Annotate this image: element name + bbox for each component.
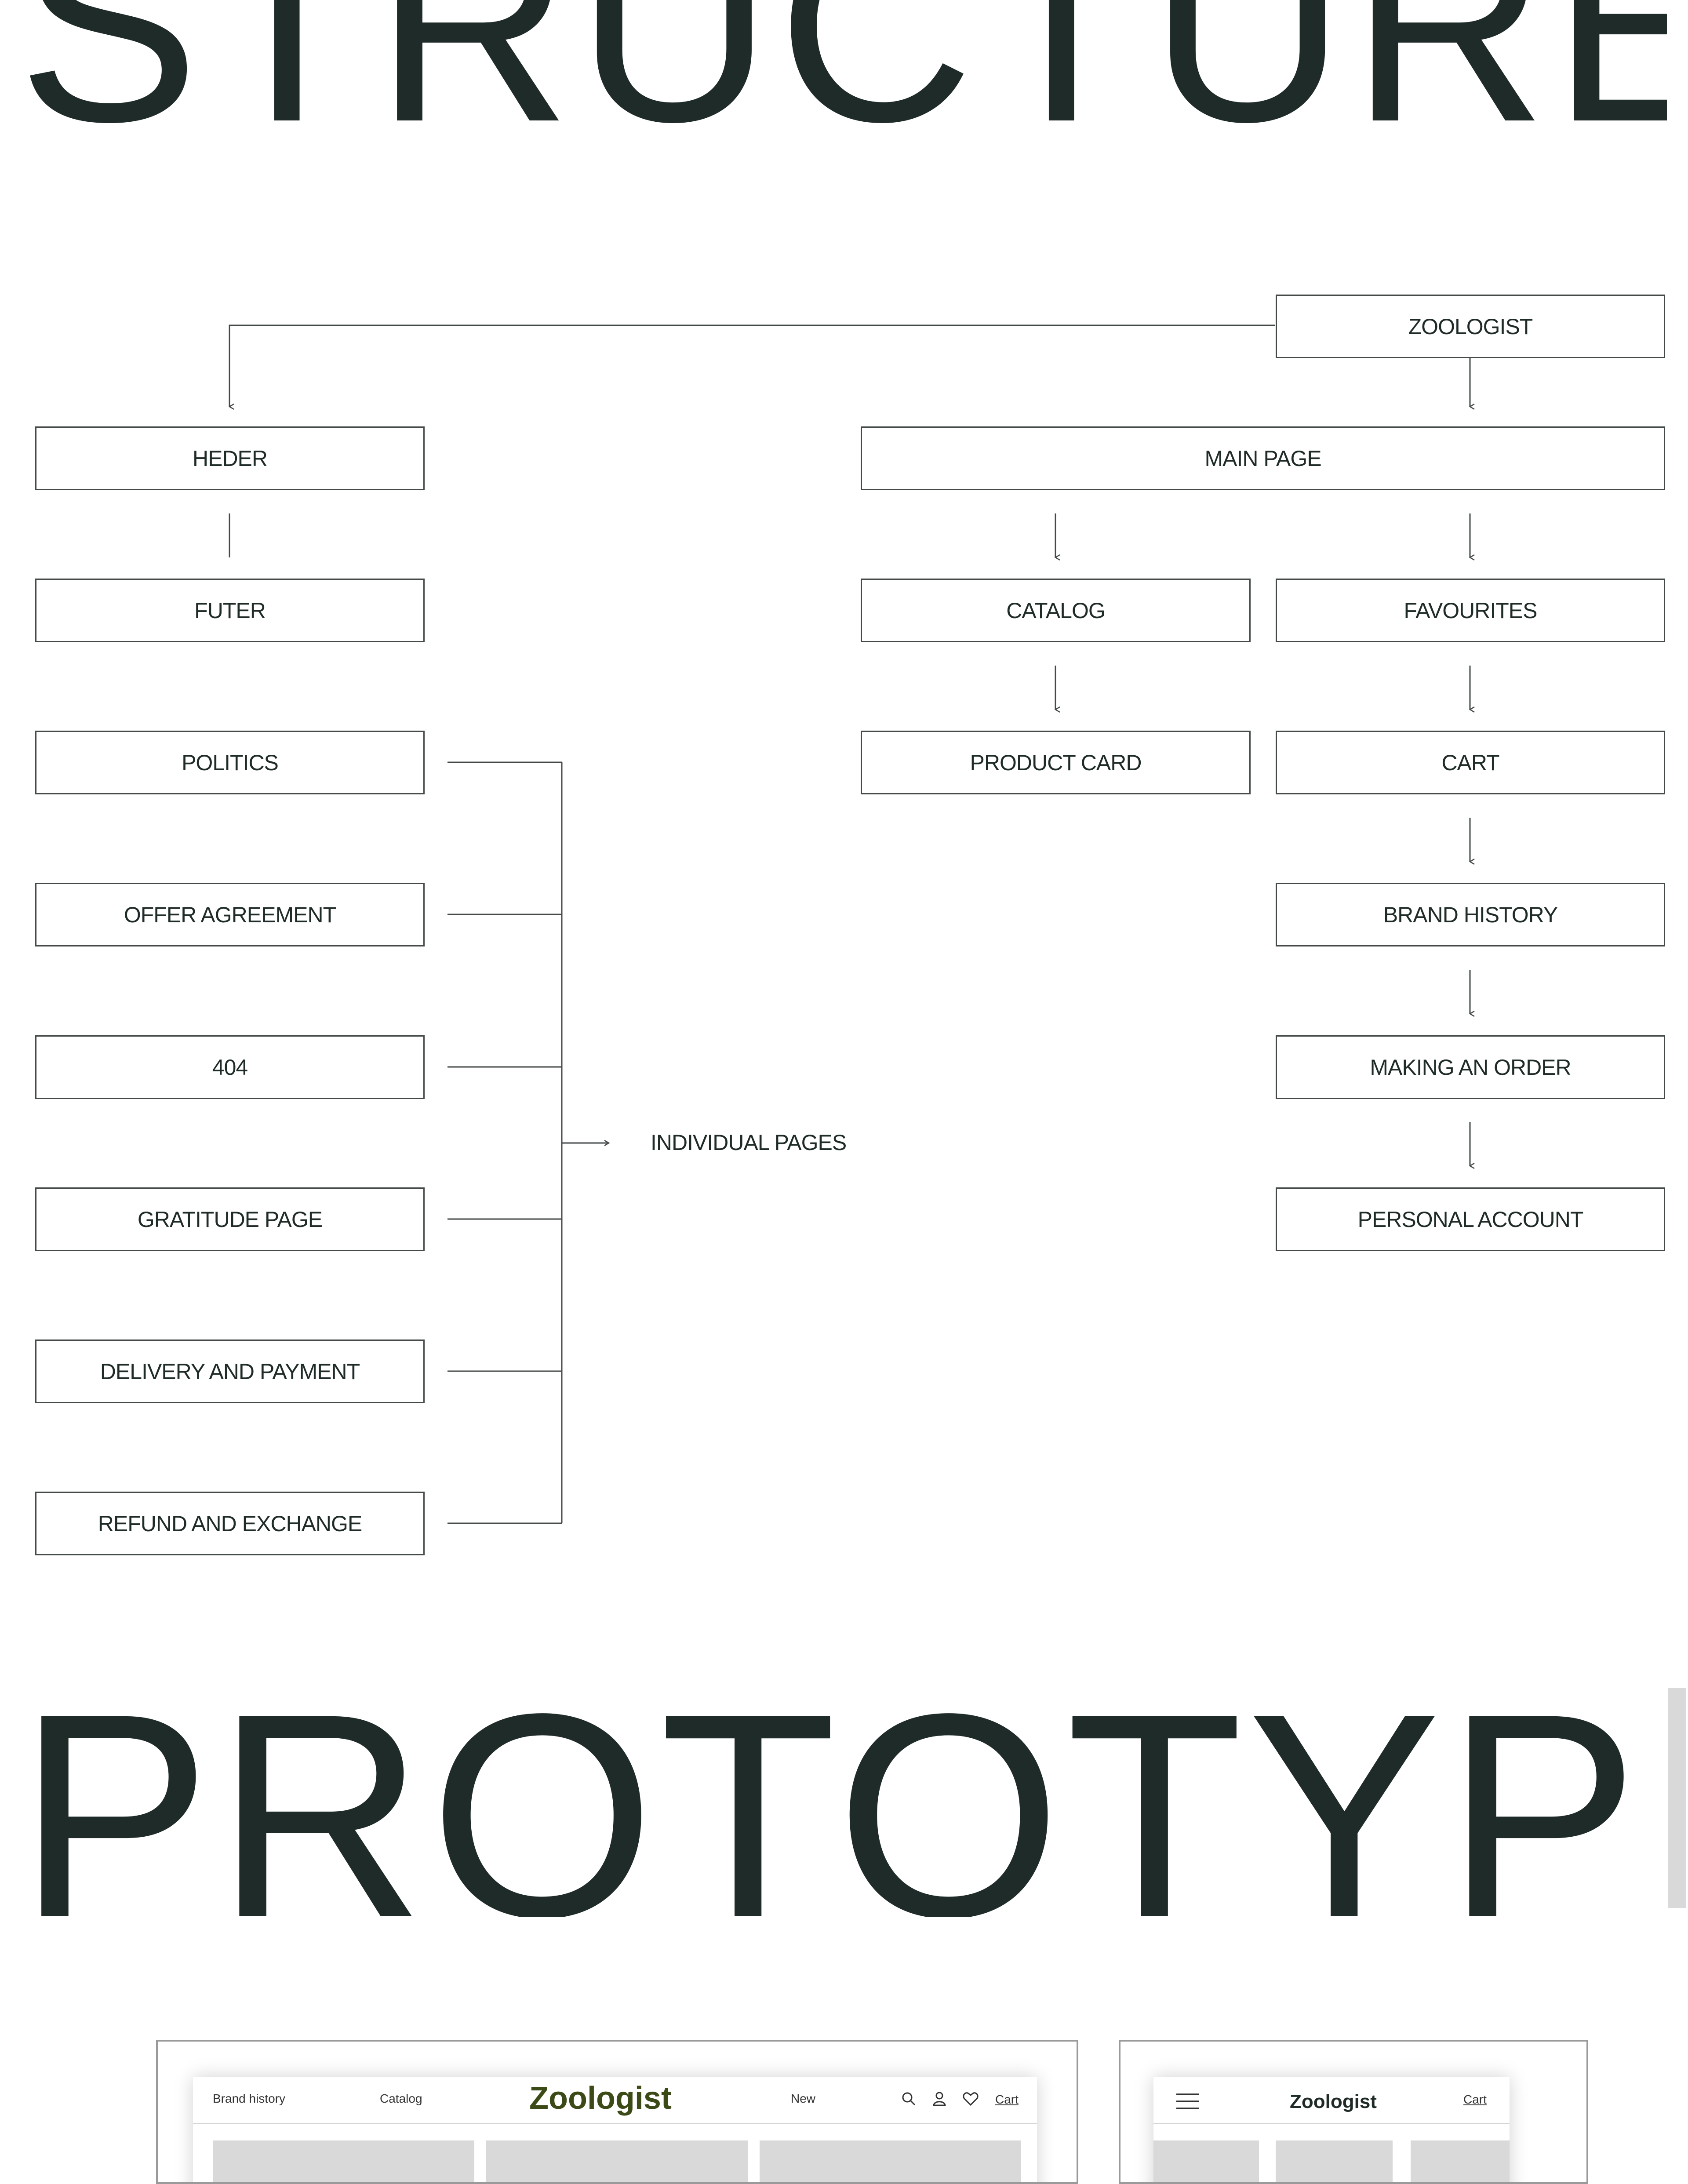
mobile-placeholder-card xyxy=(1276,2140,1393,2182)
individual-pages-label: INDIVIDUAL PAGES xyxy=(651,1130,847,1155)
desktop-placeholder-card xyxy=(486,2140,748,2182)
desktop-prototype-page: Brand history Catalog Zoologist New Cart xyxy=(193,2077,1037,2182)
node-brand-history: BRAND HISTORY xyxy=(1276,883,1665,946)
nav-new[interactable]: New xyxy=(791,2092,816,2105)
mobile-placeholder-card xyxy=(1411,2140,1510,2182)
mobile-prototype-frame: Zoologist Cart xyxy=(1119,2040,1588,2184)
node-favourites: FAVOURITES xyxy=(1276,579,1665,642)
node-futer: FUTER xyxy=(35,579,425,642)
desktop-cart-link[interactable]: Cart xyxy=(995,2093,1019,2106)
user-icon[interactable] xyxy=(931,2091,947,2107)
desktop-placeholder-card xyxy=(213,2140,474,2182)
node-404: 404 xyxy=(35,1035,425,1099)
search-icon[interactable] xyxy=(901,2091,917,2107)
structure-heading-clip: STRUCTURE xyxy=(0,0,1667,185)
node-product-card: PRODUCT CARD xyxy=(861,731,1251,794)
mobile-placeholder-card xyxy=(1153,2140,1259,2182)
node-gratitude-page: GRATITUDE PAGE xyxy=(35,1187,425,1251)
node-making-an-order: MAKING AN ORDER xyxy=(1276,1035,1665,1099)
prototype-heading-clip: PROTOTYPE xyxy=(0,1662,1667,1917)
heart-icon[interactable] xyxy=(962,2091,979,2107)
nav-catalog[interactable]: Catalog xyxy=(380,2092,422,2105)
desktop-header: Brand history Catalog Zoologist New Cart xyxy=(193,2077,1037,2124)
node-personal-account: PERSONAL ACCOUNT xyxy=(1276,1187,1665,1251)
mobile-cart-link[interactable]: Cart xyxy=(1463,2093,1487,2106)
node-cart: CART xyxy=(1276,731,1665,794)
structure-diagram-connectors xyxy=(0,324,1688,1524)
mobile-logo[interactable]: Zoologist xyxy=(1290,2091,1377,2112)
node-delivery-and-payment: DELIVERY AND PAYMENT xyxy=(35,1340,425,1403)
node-politics: POLITICS xyxy=(35,731,425,794)
desktop-placeholder-card xyxy=(760,2140,1021,2182)
desktop-logo[interactable]: Zoologist xyxy=(529,2081,672,2116)
prototype-heading: PROTOTYPE xyxy=(18,1662,1667,1917)
node-main-page: MAIN PAGE xyxy=(861,426,1665,490)
mobile-prototype-page: Zoologist Cart xyxy=(1153,2077,1510,2182)
mobile-header: Zoologist Cart xyxy=(1153,2077,1510,2124)
connector-root-to-heder xyxy=(229,324,1275,407)
node-offer-agreement: OFFER AGREEMENT xyxy=(35,883,425,946)
node-catalog: CATALOG xyxy=(861,579,1251,642)
structure-heading: STRUCTURE xyxy=(18,0,1667,178)
prototype-edge-strip xyxy=(1668,1688,1686,1908)
desktop-prototype-frame: Brand history Catalog Zoologist New Cart xyxy=(156,2040,1078,2184)
nav-brand-history[interactable]: Brand history xyxy=(213,2092,285,2105)
node-heder: HEDER xyxy=(35,426,425,490)
node-zoologist: ZOOLOGIST xyxy=(1276,295,1665,358)
node-refund-and-exchange: REFUND AND EXCHANGE xyxy=(35,1492,425,1555)
menu-icon[interactable] xyxy=(1175,2093,1200,2110)
